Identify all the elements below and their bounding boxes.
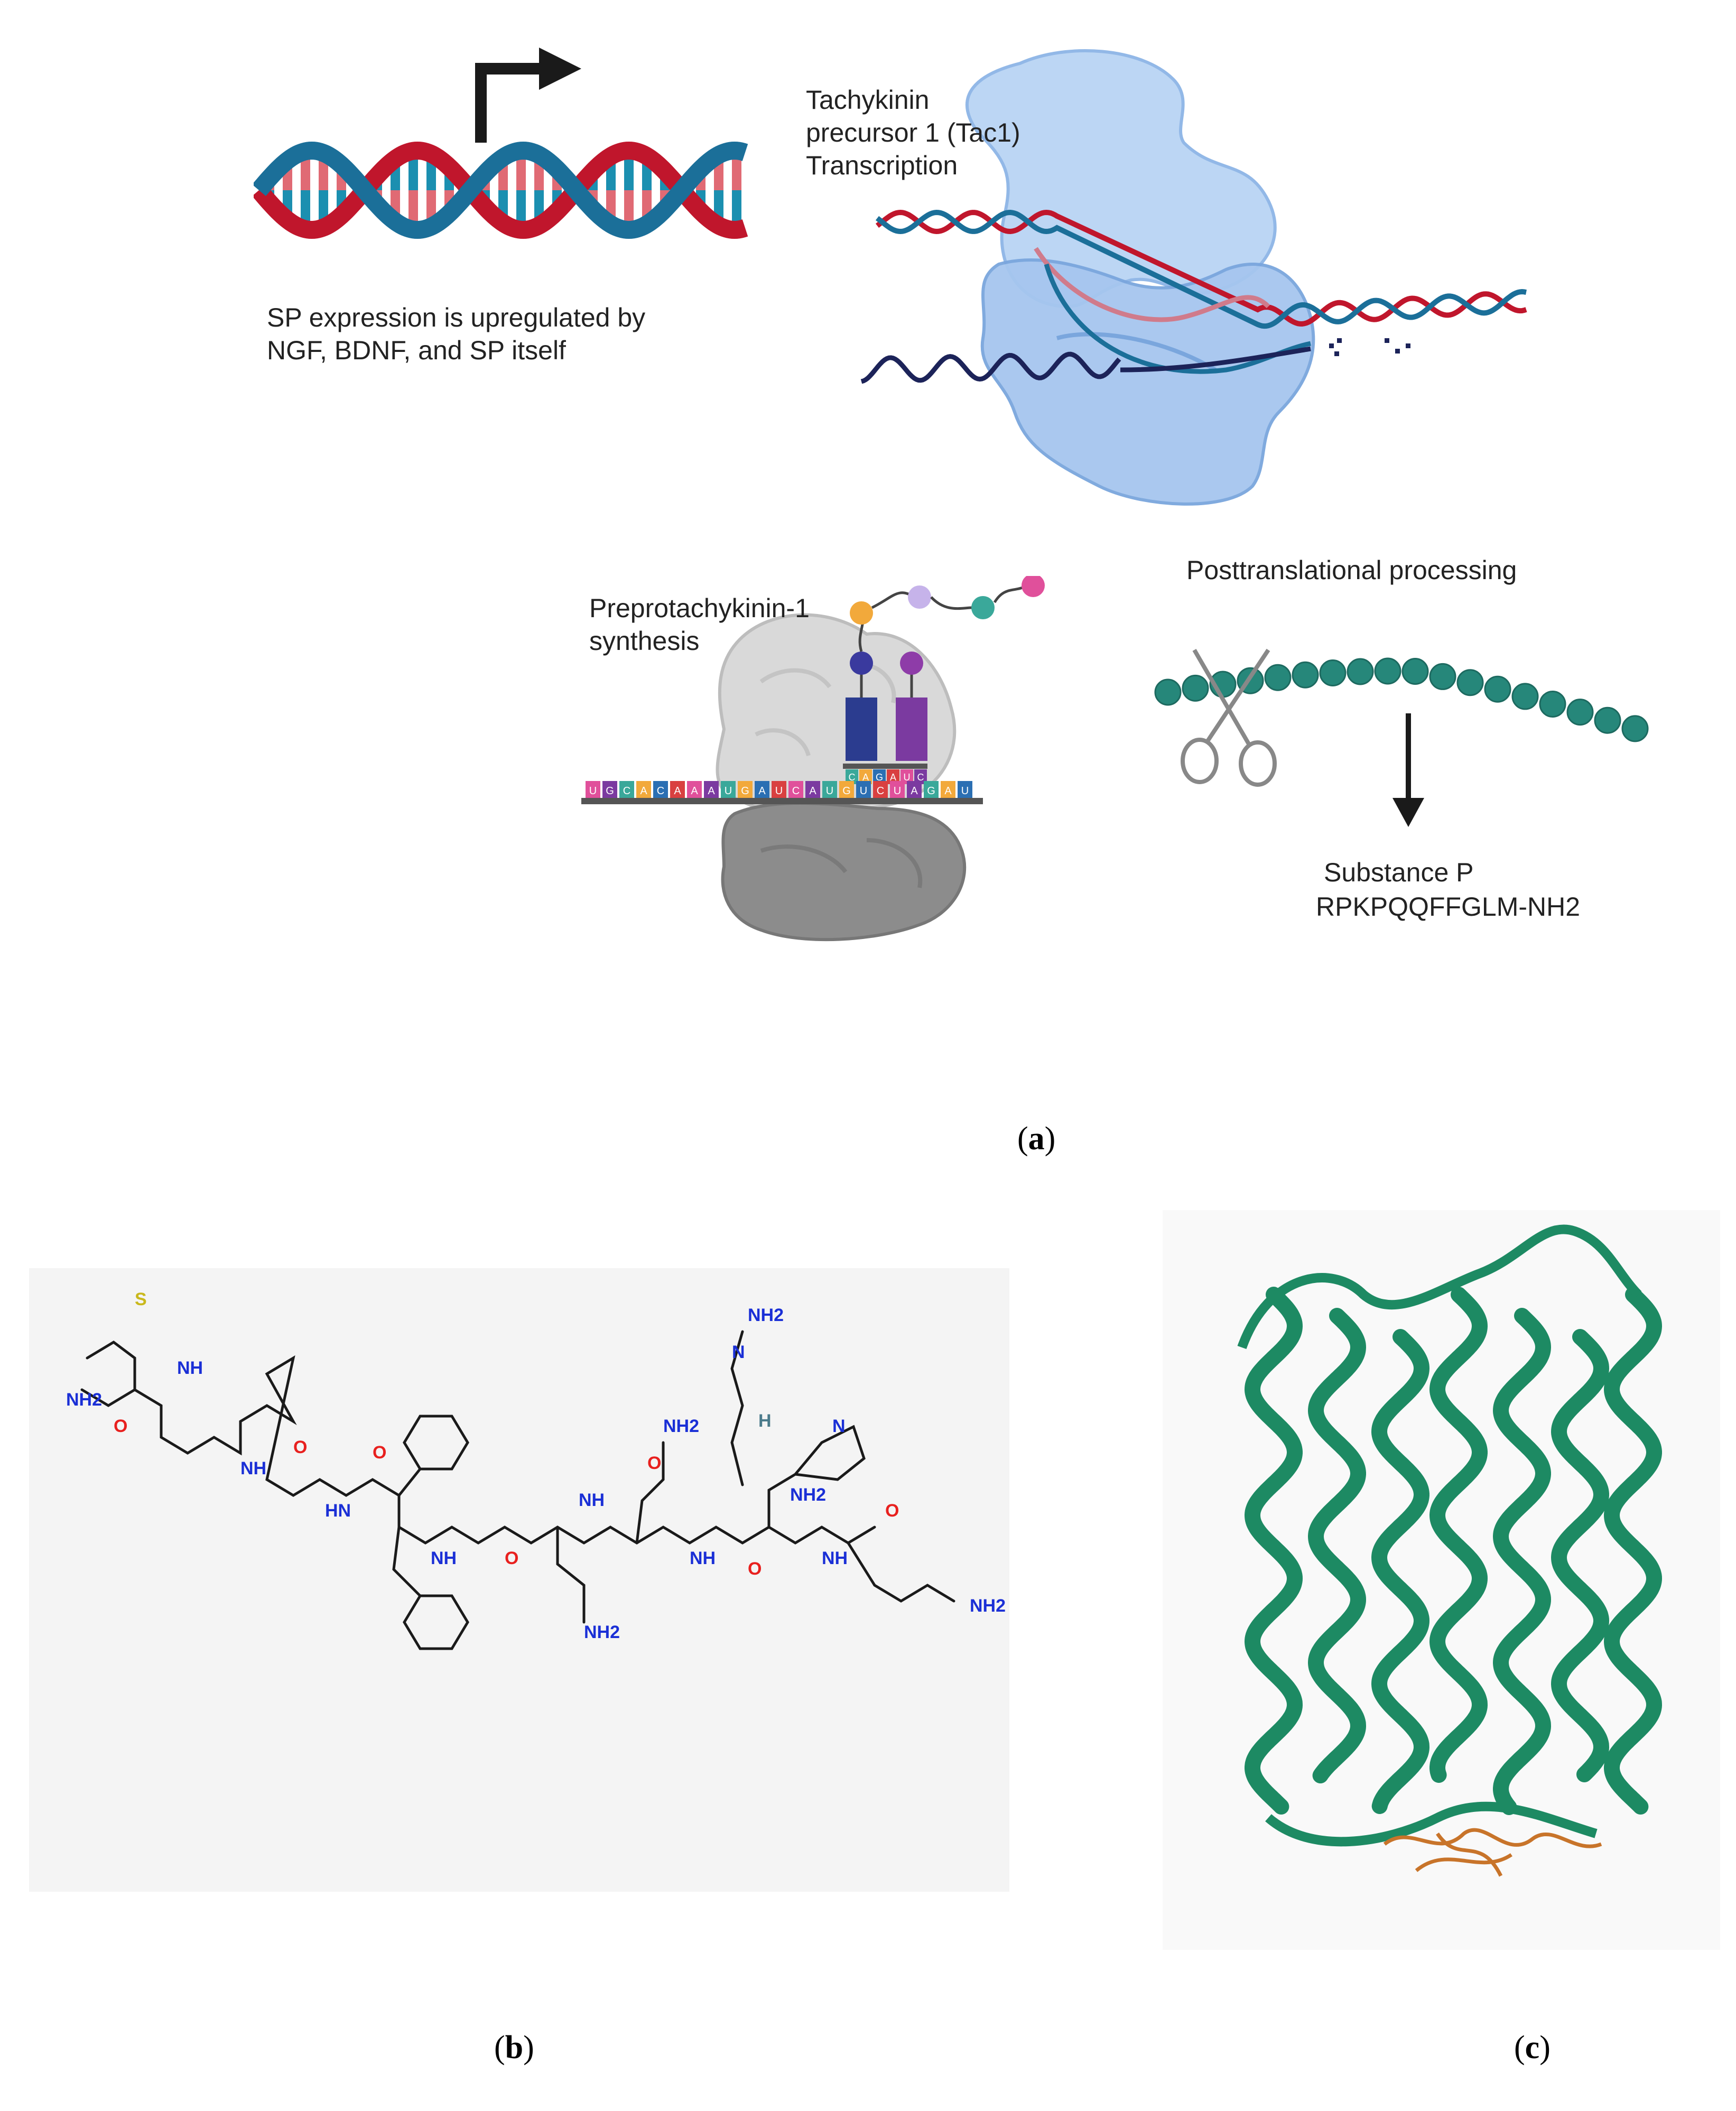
anticodon-letter: U (904, 772, 911, 783)
codon-letter: U (589, 785, 597, 797)
codon-letter: G (606, 785, 614, 797)
codon-letter: U (826, 785, 833, 797)
atom-label: HN (325, 1501, 351, 1521)
atom-label: S (135, 1289, 147, 1309)
receptor-3d-structure (1237, 1224, 1663, 1877)
codon-letter: A (944, 785, 952, 797)
caption-b: (b) (494, 2030, 534, 2066)
codon-letter: C (623, 785, 630, 797)
atom-label: O (293, 1437, 307, 1457)
codon-letter: G (741, 785, 749, 797)
product-name: Substance P (1324, 858, 1474, 887)
anticodon-letter: C (849, 772, 856, 783)
codon-letter: C (792, 785, 800, 797)
atom-label: NH2 (66, 1390, 102, 1410)
atom-label: O (114, 1416, 127, 1436)
codon-letter: U (775, 785, 783, 797)
atom-label: NH2 (663, 1416, 699, 1436)
synthesis-label: Preprotachykinin-1 synthesis (589, 593, 810, 656)
atom-label: O (505, 1548, 518, 1568)
codon-letter: C (657, 785, 664, 797)
codon-letter: U (894, 785, 901, 797)
atom-label: O (373, 1443, 386, 1463)
codon-letter: C (877, 785, 884, 797)
codon-letter: A (911, 785, 918, 797)
scissors-icon (1181, 648, 1277, 787)
codon-letter: A (674, 785, 681, 797)
atom-label: NH (822, 1548, 848, 1568)
anticodon-letter: G (876, 772, 883, 783)
codon-letter: A (640, 785, 647, 797)
peptide-chain-icon (1154, 648, 1649, 827)
atom-label: NH2 (584, 1622, 620, 1642)
atom-label: NH2 (790, 1485, 826, 1505)
processing-label: Posttranslational processing (1186, 555, 1517, 585)
panel-c (1163, 1210, 1720, 1950)
atom-label: NH (690, 1548, 716, 1568)
atom-label: H (758, 1411, 772, 1431)
anticodon-letter: C (917, 772, 924, 783)
codon-letter: A (809, 785, 816, 797)
expression-label: SP expression is upregulated by NGF, BDN… (267, 303, 646, 365)
codon-letter: A (691, 785, 698, 797)
atom-label: NH (240, 1458, 266, 1478)
codon-letter: A (708, 785, 715, 797)
atom-label: NH2 (970, 1596, 1006, 1616)
codon-letter: G (842, 785, 851, 797)
atom-label: N (832, 1416, 846, 1436)
caption-a: (a) (1017, 1121, 1056, 1157)
atom-label: NH (431, 1548, 457, 1568)
codon-letter: A (758, 785, 766, 797)
atom-label: O (748, 1559, 762, 1579)
transcription-label: Tachykinin precursor 1 (Tac1) Transcript… (806, 85, 1020, 180)
atom-label: O (885, 1501, 899, 1521)
codon-letter: U (860, 785, 867, 797)
caption-c: (c) (1514, 2030, 1551, 2066)
atom-label: NH (579, 1490, 605, 1510)
codon-letter: G (927, 785, 935, 797)
product-sequence: RPKPQQFFGLM-NH2 (1316, 892, 1581, 922)
codon-letter: U (725, 785, 732, 797)
anticodon-letter: A (862, 772, 869, 783)
dna-helix-icon (254, 48, 748, 239)
anticodon-letter: A (890, 772, 896, 783)
rna-polymerase-icon (860, 49, 1527, 506)
atom-label: O (647, 1453, 661, 1473)
panel-a: SP expression is upregulated by NGF, BDN… (254, 48, 1649, 1157)
codon-letter: U (961, 785, 969, 797)
atom-label: N (732, 1342, 745, 1362)
atom-label: NH2 (748, 1305, 784, 1325)
atom-label: NH (177, 1358, 203, 1378)
